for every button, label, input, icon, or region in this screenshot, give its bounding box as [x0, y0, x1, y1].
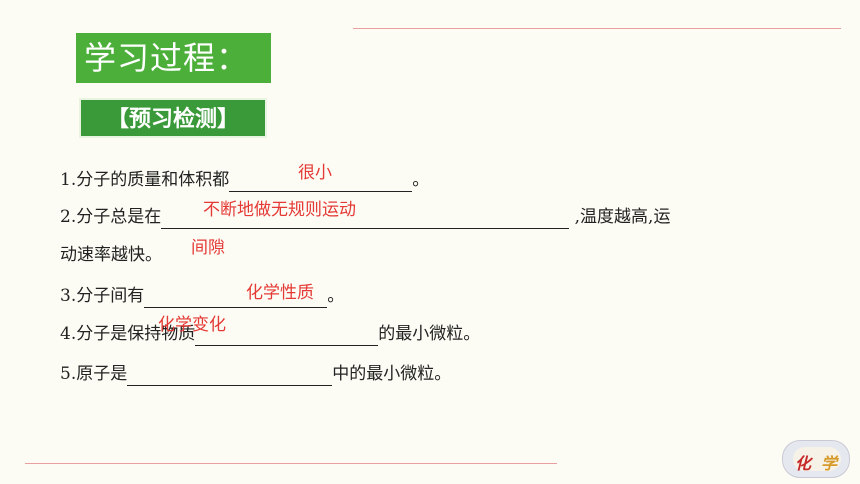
question-1: 1.分子的质量和体积都 。 — [60, 168, 429, 192]
question-5-text: 5.原子是 — [60, 364, 128, 384]
question-1-end: 。 — [412, 170, 430, 190]
question-3-blank — [144, 289, 328, 308]
question-5-blank — [127, 367, 333, 386]
logo-glyph-1: 化 — [795, 454, 812, 473]
answer-2b: 间隙 — [191, 238, 225, 258]
question-3-text: 3.分子间有 — [60, 286, 145, 306]
answer-4: 化学变化 — [158, 315, 226, 335]
answer-2: 不断地做无规则运动 — [203, 200, 356, 220]
question-4-blank — [195, 327, 379, 346]
question-5: 5.原子是 中的最小微粒。 — [60, 362, 451, 386]
question-2-text: 2.分子总是在 — [60, 207, 162, 227]
question-2-continuation: 动速率越快。 — [60, 243, 162, 267]
logo-ring — [793, 447, 841, 471]
answer-1: 很小 — [298, 163, 332, 183]
bottom-divider — [25, 463, 557, 464]
answer-3: 化学性质 — [246, 283, 314, 303]
page-title: 学习过程： — [76, 33, 271, 83]
question-1-blank — [229, 173, 413, 192]
chemistry-logo-icon: 化 学 — [782, 440, 850, 478]
question-2-continuation-text: 动速率越快。 — [60, 245, 162, 265]
question-2-blank — [161, 210, 570, 229]
question-1-text: 1.分子的质量和体积都 — [60, 170, 230, 190]
question-3: 3.分子间有 。 — [60, 284, 344, 308]
question-3-end: 。 — [327, 286, 345, 306]
top-divider — [353, 28, 841, 29]
question-4-end: 的最小微粒。 — [378, 324, 481, 344]
question-2-end: ,温度越高,运 — [569, 207, 671, 227]
question-4-text: 4.分子是保持物质 — [60, 324, 196, 344]
question-2: 2.分子总是在 ,温度越高,运 — [60, 205, 670, 229]
question-4: 4.分子是保持物质 的最小微粒。 — [60, 322, 480, 346]
question-5-end: 中的最小微粒。 — [332, 364, 452, 384]
logo-glyph-2: 学 — [821, 454, 838, 473]
section-heading: 【预习检测】 — [79, 98, 267, 138]
